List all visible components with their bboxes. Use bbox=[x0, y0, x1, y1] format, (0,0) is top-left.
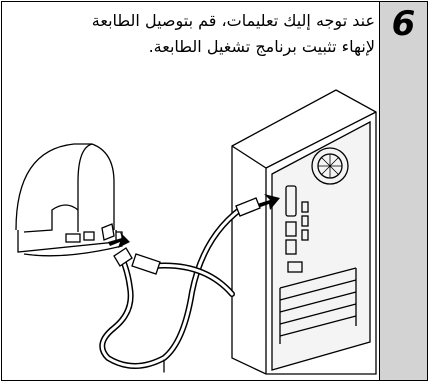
instruction-text: عند توجه إليك تعليمات، قم بتوصيل الطابعة… bbox=[6, 8, 375, 60]
step-number: 6 bbox=[380, 3, 427, 45]
usb-connection-illustration bbox=[4, 82, 377, 378]
instruction-line-2: لإنهاء تثبيت برنامج تشغيل الطابعة. bbox=[6, 34, 375, 60]
label-printer bbox=[16, 144, 122, 256]
step-column: 6 bbox=[379, 2, 427, 380]
computer-tower bbox=[232, 90, 376, 374]
instruction-line-1: عند توجه إليك تعليمات، قم بتوصيل الطابعة bbox=[6, 8, 375, 34]
